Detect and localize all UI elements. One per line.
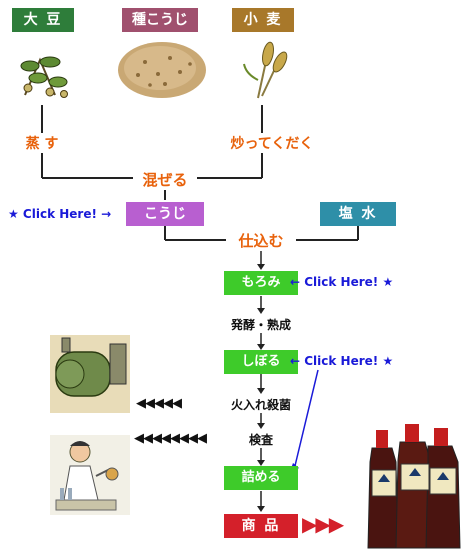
press-box: しぼる	[224, 350, 298, 374]
inspect-label: 検査	[236, 431, 286, 448]
wheat-header: 小 麦	[232, 8, 294, 32]
steam-label: 蒸 す	[22, 133, 62, 153]
inspector-illustration	[50, 435, 130, 515]
prepare-label: 仕込む	[226, 230, 296, 251]
koji-box: こうじ	[126, 202, 204, 226]
koji-mold-illustration	[118, 42, 206, 98]
koji-link-text: ★ Click Here!	[8, 207, 102, 221]
moromi-arrow-icon: ←	[290, 275, 301, 289]
inspect-triangles: ◀◀◀◀◀◀◀◀	[134, 431, 207, 446]
moromi-link-text: Click Here! ★	[304, 275, 394, 289]
product-box: 商 品	[224, 514, 298, 538]
bottle-box: 詰める	[224, 466, 298, 490]
press-link-text: Click Here! ★	[304, 354, 394, 368]
soybean-illustration	[20, 56, 68, 98]
pasteurize-label: 火入れ殺菌	[216, 396, 306, 413]
press-click-here-link[interactable]: ← Click Here! ★	[290, 354, 393, 368]
soybean-header: 大 豆	[12, 8, 74, 32]
koji-arrow-icon: →	[101, 207, 112, 221]
soy-sauce-bottles-illustration	[367, 424, 461, 549]
koji-click-here-link[interactable]: ★ Click Here! →	[8, 207, 111, 221]
roast-crush-label: 炒ってくだく	[222, 133, 322, 153]
press-link-line	[293, 369, 319, 471]
product-triangles: ▶▶▶	[302, 512, 344, 536]
moromi-click-here-link[interactable]: ← Click Here! ★	[290, 275, 393, 289]
pasteurize-triangles: ◀◀◀◀◀	[136, 396, 182, 411]
wheat-illustration	[243, 41, 288, 99]
mix-label: 混ぜる	[133, 169, 197, 190]
pasteurizer-illustration	[50, 335, 130, 413]
koji-mold-header: 種こうじ	[122, 8, 198, 32]
moromi-box: もろみ	[224, 271, 298, 295]
ferment-mature-label: 発酵・熟成	[216, 316, 306, 333]
brine-box: 塩 水	[320, 202, 396, 226]
press-arrow-icon: ←	[290, 354, 301, 368]
